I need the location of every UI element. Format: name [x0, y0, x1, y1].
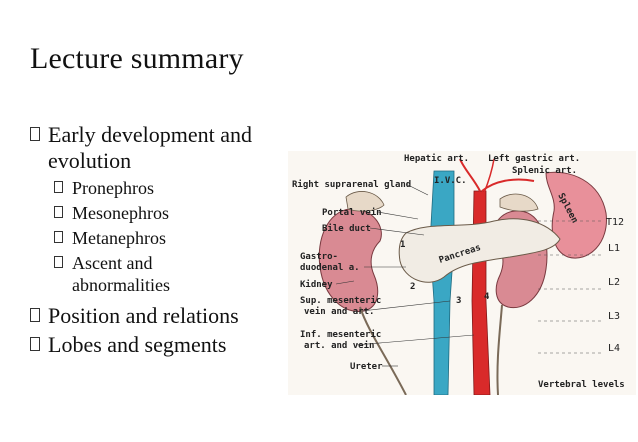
- number-label: 1: [400, 240, 405, 250]
- leader-lines: [335, 183, 475, 367]
- bullet-box-icon: [30, 127, 40, 141]
- subbullet-metanephros: Metanephros: [54, 227, 300, 249]
- spleen-shape: [545, 171, 607, 259]
- left-ureter-shape: [496, 304, 503, 395]
- right-suprarenal-shape: [345, 191, 385, 212]
- subbullet-ascent: Ascent and abnormalities: [54, 252, 300, 296]
- bullet-box-icon: [54, 231, 63, 243]
- bullet-text: Early development and: [48, 122, 253, 147]
- subbullet-text: Mesonephros: [72, 203, 169, 223]
- number-label: 2: [410, 282, 415, 292]
- hepatic-artery-label: Hepatic art.: [404, 153, 469, 164]
- vertebral-level-label: L1: [608, 243, 620, 254]
- anatomy-figure: Pancreas Spleen 1 2 3 4 Hepatic art. Lef…: [288, 151, 636, 395]
- bullet-list: Early development and evolution Pronephr…: [30, 122, 300, 361]
- sup-mesenteric-label-2: vein and art.: [304, 306, 374, 317]
- ureter-label: Ureter: [350, 362, 383, 372]
- subbullet-pronephros: Pronephros: [54, 177, 300, 199]
- left-suprarenal-shape: [499, 193, 539, 212]
- splenic-artery-label: Splenic art.: [512, 165, 577, 176]
- left-gastric-artery-shape: [483, 158, 495, 194]
- subbullet-text: Ascent and: [72, 253, 153, 273]
- bullet-box-icon: [54, 206, 63, 218]
- hepatic-artery-shape: [459, 158, 481, 192]
- bile-duct-label: Bile duct: [322, 223, 371, 234]
- right-suprarenal-label: Right suprarenal gland: [292, 179, 411, 190]
- bullet-position: Position and relations: [30, 303, 300, 329]
- sup-mesenteric-label-1: Sup. mesenteric: [300, 295, 381, 306]
- subbullet-text: abnormalities: [72, 275, 170, 295]
- bullet-box-icon: [54, 256, 63, 268]
- vertebral-levels-caption: Vertebral levels: [538, 380, 625, 390]
- portal-vein-label: Portal vein: [322, 207, 382, 218]
- inf-mesenteric-label-1: Inf. mesenteric: [300, 329, 381, 340]
- vertebral-level-label: L4: [608, 343, 620, 354]
- subbullet-text: Pronephros: [72, 178, 154, 198]
- number-label: 3: [456, 296, 461, 306]
- vertebral-level-label: T12: [606, 217, 624, 228]
- left-gastric-artery-label: Left gastric art.: [488, 153, 580, 164]
- slide-title: Lecture summary: [30, 42, 244, 75]
- bullet-box-icon: [54, 181, 63, 193]
- number-label: 4: [484, 292, 490, 302]
- pancreas-shape: [398, 218, 561, 283]
- ivc-label: I.V.C.: [434, 176, 467, 186]
- gastroduodenal-label-2: duodenal a.: [300, 263, 360, 273]
- bullet-box-icon: [30, 308, 40, 322]
- bullet-text: Position and relations: [48, 303, 239, 328]
- vertebral-level-lines: [538, 220, 602, 354]
- right-kidney-shape: [318, 208, 382, 313]
- vertebral-level-label: L2: [608, 277, 620, 288]
- subbullet-text: Metanephros: [72, 228, 166, 248]
- bullet-box-icon: [30, 337, 40, 351]
- subbullet-mesonephros: Mesonephros: [54, 202, 300, 224]
- kidney-label: Kidney: [300, 279, 333, 290]
- bullet-lobes: Lobes and segments: [30, 332, 300, 358]
- bullet-early-development: Early development and evolution: [30, 122, 300, 174]
- bullet-text: evolution: [48, 148, 132, 173]
- gastroduodenal-label-1: Gastro-: [300, 252, 338, 262]
- vertebral-level-label: L3: [608, 311, 620, 322]
- right-ureter-shape: [359, 306, 407, 395]
- bullet-text: Lobes and segments: [48, 332, 227, 357]
- inf-mesenteric-label-2: art. and vein: [304, 340, 374, 351]
